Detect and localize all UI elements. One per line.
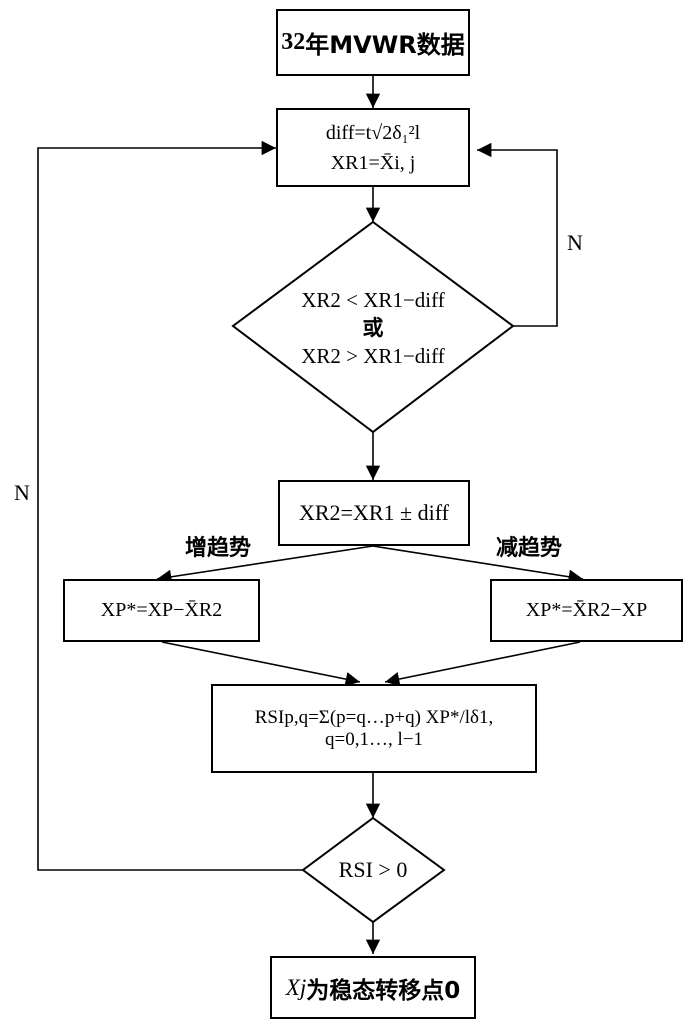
rsi-formula: RSIp,q=Σ(p=q…p+q) XP*/lδ1, q=0,1…, l−1 — [254, 706, 494, 750]
branch-down-label: 减趋势 — [496, 536, 563, 561]
update-node: XR2=XR1 ± diff — [278, 480, 470, 546]
init-diff-formula: diff=t√2δ₁²l — [325, 121, 421, 144]
end-var: Xj — [285, 974, 307, 1000]
label-n-left: N — [14, 480, 30, 505]
decision1-line2: 或 — [362, 316, 384, 340]
branch-down-formula: XP*=X̄R2−XP — [525, 599, 648, 621]
edge-branch-up-rsi — [161, 641, 361, 687]
branch-down-node: XP*=X̄R2−XP — [490, 579, 683, 642]
decision1-text: XR2 < XR1−diff 或 XR2 > XR1−diff — [253, 286, 493, 370]
init-node: diff=t√2δ₁²l XR1=X̄i, j — [276, 108, 470, 187]
decision2-text: RSI > 0 — [338, 857, 408, 882]
edge-decision2-init-loop — [37, 140, 303, 871]
edge-update-branch-down — [372, 545, 584, 584]
decision2-shape — [301, 816, 446, 924]
edge-update-branch-up — [156, 545, 374, 584]
edge-branch-down-rsi — [384, 641, 581, 687]
decision1-line3: XR2 > XR1−diff — [301, 344, 445, 368]
branch-up-label: 增趋势 — [185, 536, 252, 561]
edge-decision1-init-loop — [477, 142, 558, 327]
decision1-shape — [231, 220, 515, 434]
start-number: 32 — [281, 29, 306, 55]
init-xr1-formula: XR1=X̄i, j — [330, 151, 416, 174]
label-n-right: N — [567, 230, 583, 255]
rsi-node: RSIp,q=Σ(p=q…p+q) XP*/lδ1, q=0,1…, l−1 — [211, 684, 537, 773]
branch-up-formula: XP*=XP−X̄R2 — [100, 599, 223, 621]
branch-up-node: XP*=XP−X̄R2 — [63, 579, 260, 642]
decision1-line1: XR2 < XR1−diff — [301, 288, 445, 312]
start-text: 年MVWR数据 — [305, 31, 465, 59]
end-text: 为稳态转移点0 — [306, 977, 461, 1004]
update-formula: XR2=XR1 ± diff — [299, 500, 449, 525]
